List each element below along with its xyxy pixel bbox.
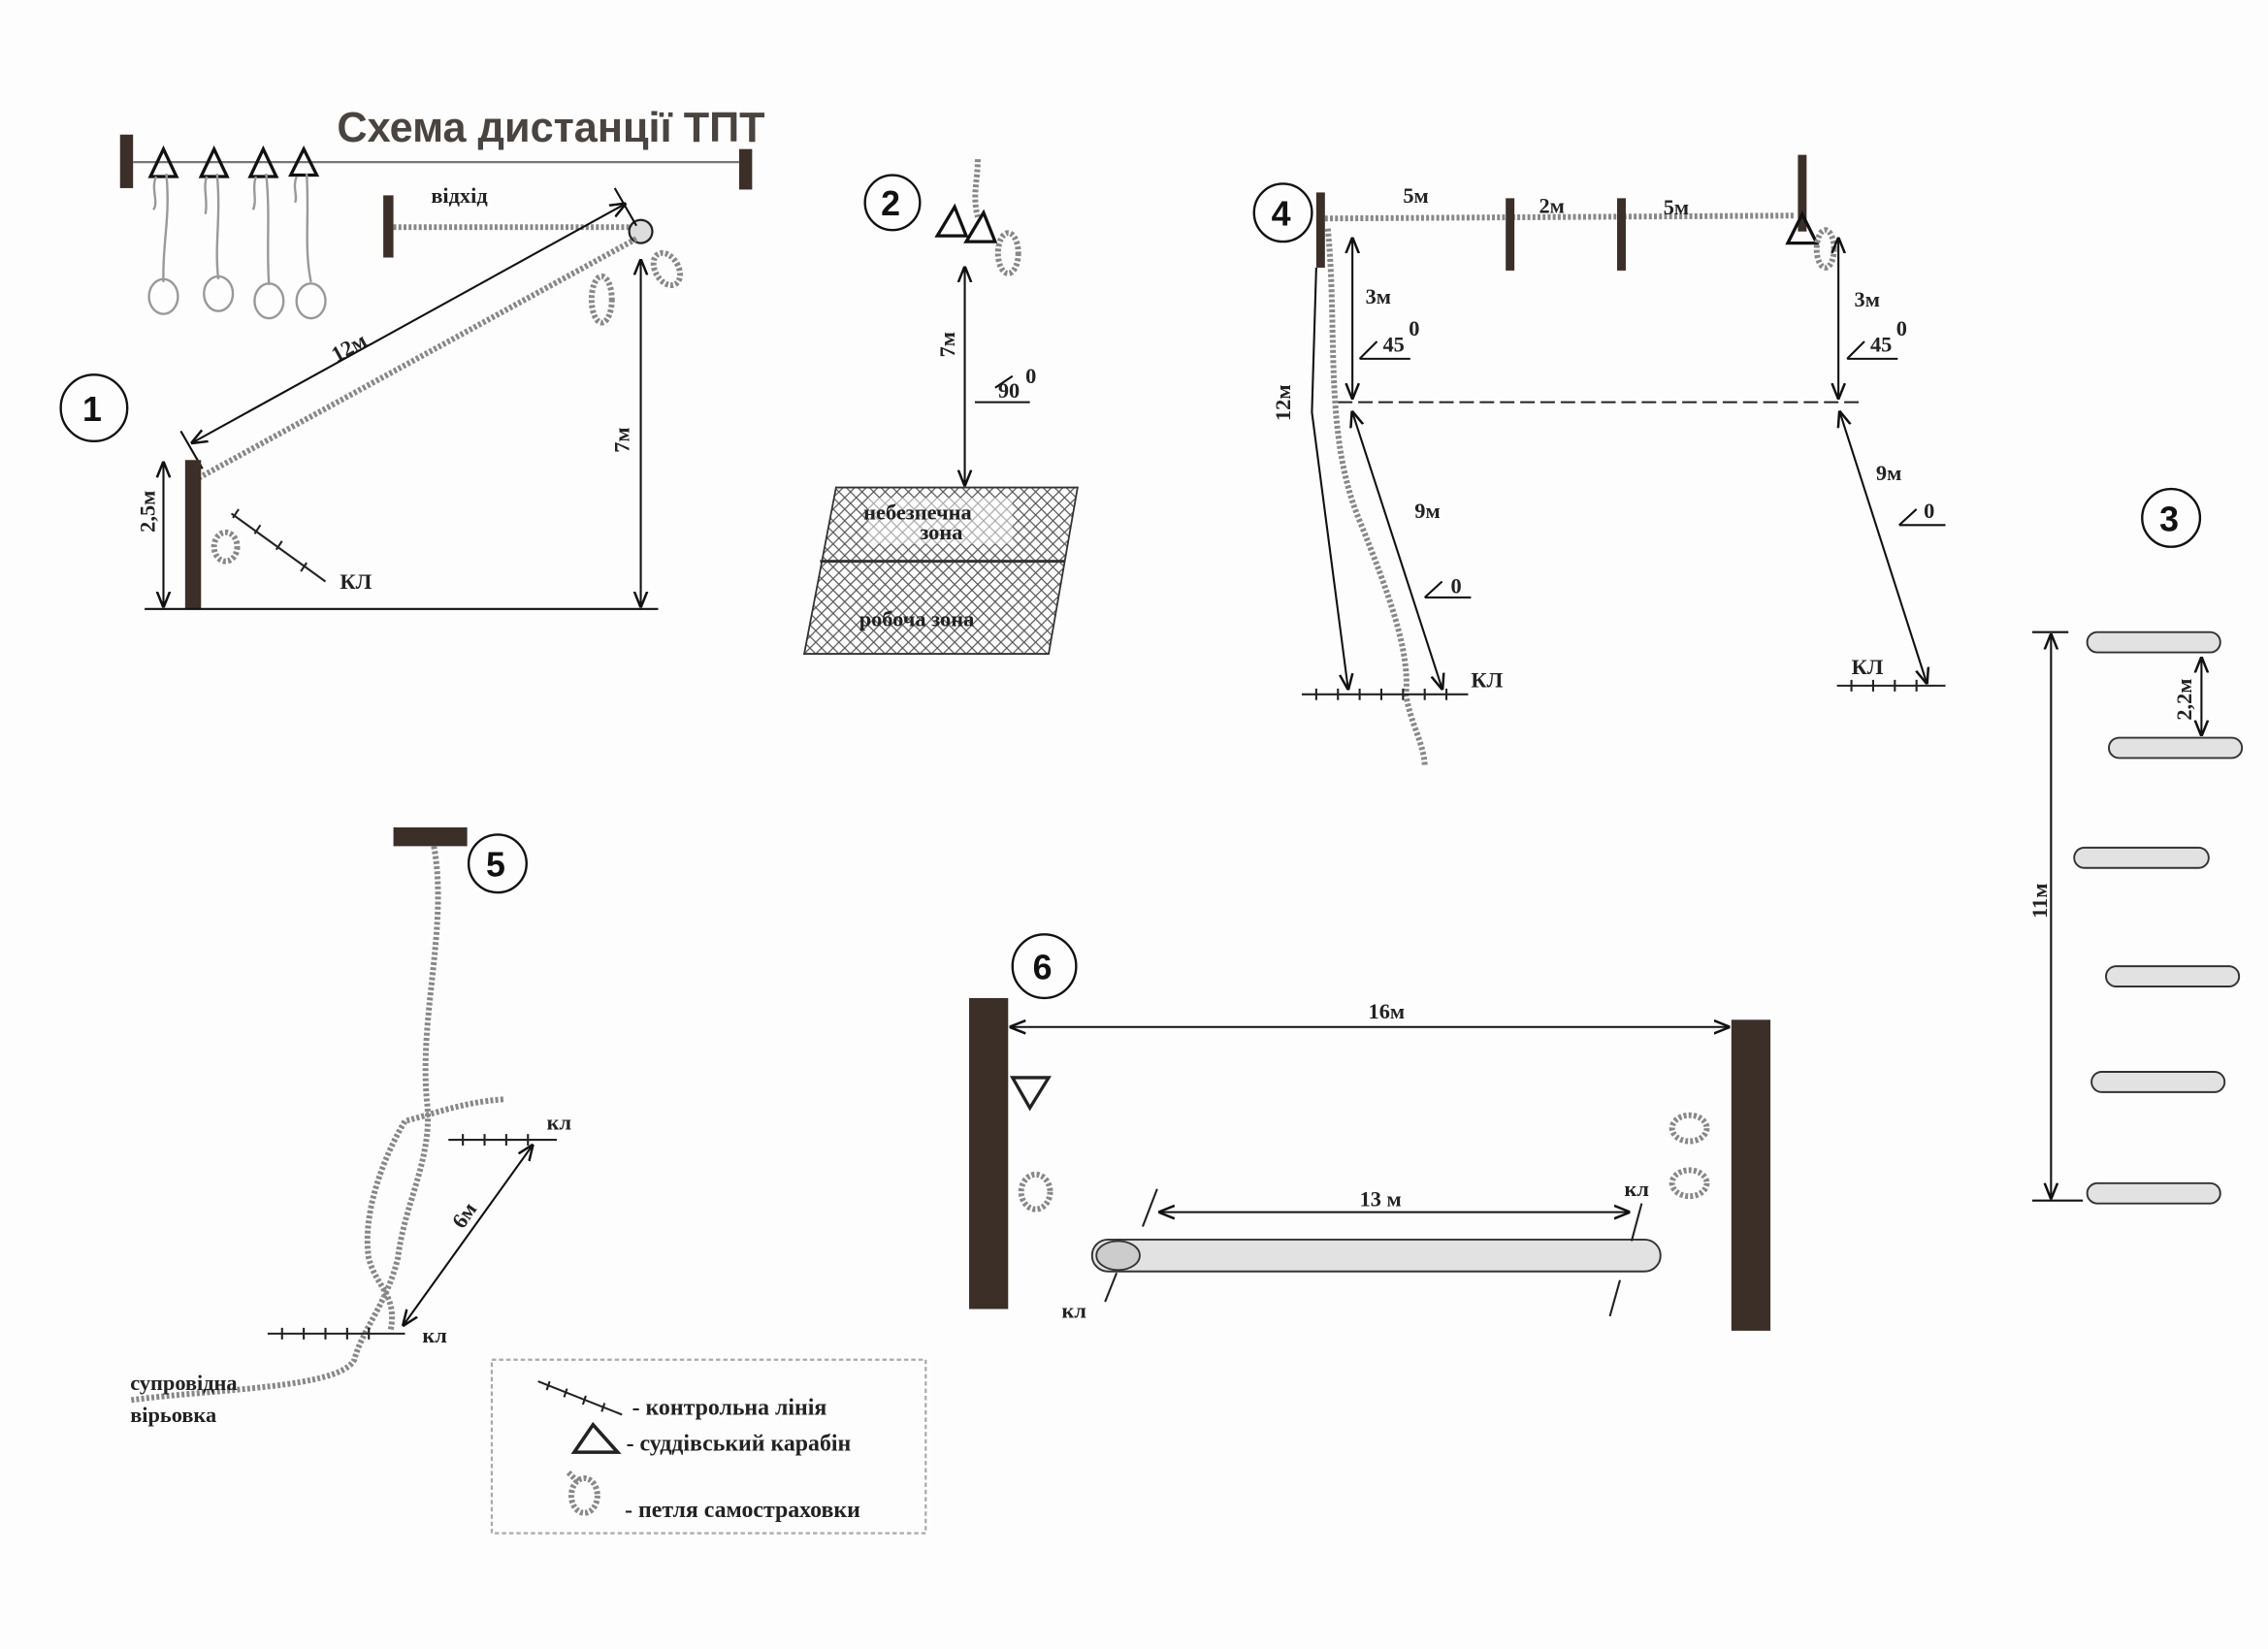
dimension-2-5m-label: 2,5м <box>136 491 160 533</box>
left-zero-angle: 0 <box>1451 573 1462 598</box>
angle-label: 90 <box>998 378 1020 403</box>
stage-3: 3 11м 2,2м <box>2027 487 2244 1205</box>
total-height-label: 11м <box>2027 884 2052 919</box>
start-post-right <box>738 148 753 190</box>
left-3m-label: 3м <box>1366 284 1391 308</box>
danger-zone-label-2: зона <box>920 520 962 544</box>
control-line-label: КЛ <box>340 569 372 594</box>
control-line <box>230 508 327 583</box>
stage-4: 4 5м 2м 5м 3м 3м 45 45 0 0 12м 9м 0 КЛ 9… <box>1252 154 1946 767</box>
self-belay-loop-icon <box>588 273 615 326</box>
carabiner-icon <box>1009 1076 1052 1112</box>
stage-3-number: 3 <box>2159 500 2179 538</box>
support-rope-2 <box>364 1096 504 1332</box>
angle-icon <box>974 374 1030 404</box>
segment-label-1: 5м <box>1403 183 1428 208</box>
dimension-12m <box>192 204 625 442</box>
self-belay-loop-icon <box>211 529 241 565</box>
kl-right-label: кл <box>1624 1177 1648 1201</box>
dimension-12m-label: 12м <box>327 328 371 367</box>
legend: - контрольна лінія - суддівський карабін… <box>490 1358 927 1535</box>
stage-1-badge <box>59 373 129 443</box>
stage-1-number: 1 <box>82 390 102 429</box>
pulley-icon <box>628 218 654 244</box>
stage-6: 6 16м 13 м кл кл <box>969 933 1771 1331</box>
kl-bottom-label: кл <box>422 1323 446 1347</box>
dimension-16m-label: 16м <box>1369 999 1406 1023</box>
step-label: 2,2м <box>2172 678 2196 720</box>
self-belay-loop-icon <box>1018 1171 1053 1212</box>
degree-mark: 0 <box>1896 316 1907 340</box>
left-angle-label: 45 <box>1382 332 1404 356</box>
support-rope-label-1: супровідна <box>130 1371 237 1395</box>
support-rope <box>129 845 441 1404</box>
traverse-rope <box>1324 212 1794 222</box>
right-angle-label: 45 <box>1870 332 1892 356</box>
stage-5-number: 5 <box>486 846 505 885</box>
ladder-rungs <box>2073 630 2244 1205</box>
legend-self-belay-loop: - петля самостраховки <box>625 1498 860 1523</box>
kl-left-label: кл <box>1061 1298 1085 1322</box>
page-title: Схема дистанції ТПТ <box>337 105 764 151</box>
self-belay-loop-icon <box>1669 1167 1710 1200</box>
left-9m-label: 9м <box>1414 499 1440 523</box>
degree-mark: 0 <box>1025 364 1036 388</box>
self-belay-loop-icon <box>994 230 1021 276</box>
carabiner-icon <box>147 145 320 178</box>
stage-1-post <box>184 460 202 609</box>
retreat-label: відхід <box>431 183 488 208</box>
left-kl-label: КЛ <box>1471 667 1503 692</box>
rope-12m-label: 12м <box>1271 384 1295 421</box>
stage-6-number: 6 <box>1033 949 1053 987</box>
right-zero-angle: 0 <box>1924 499 1934 523</box>
legend-control-line: - контрольна лінія <box>632 1395 827 1420</box>
right-9m-label: 9м <box>1876 461 1901 485</box>
dimension-13m-label: 13 м <box>1360 1187 1402 1212</box>
carabiner-icon <box>934 203 998 243</box>
stage-5: 5 кл кл 6м супровідна вірьовка <box>129 826 571 1427</box>
segment-label-3: 5м <box>1664 195 1689 219</box>
control-line-icon <box>537 1380 623 1416</box>
dimension-6m-label: 6м <box>447 1198 482 1233</box>
carabiner-icon <box>570 1421 622 1454</box>
legend-judge-carabiner: - суддівський карабін <box>627 1432 852 1457</box>
right-kl-label: КЛ <box>1852 655 1884 679</box>
right-3m-label: 3м <box>1855 287 1880 311</box>
danger-zone-label: небезпечна <box>863 500 972 524</box>
dimension-7m-label: 7м <box>935 332 959 357</box>
self-belay-loop-icon <box>1813 227 1837 271</box>
stage-4-number: 4 <box>1272 195 1291 234</box>
self-belay-loop-icon <box>567 1474 600 1516</box>
carabiner-icon <box>1785 210 1820 245</box>
support-rope-label-2: вірьовка <box>130 1403 216 1427</box>
work-zone-label: робоча зона <box>859 607 975 631</box>
kl-top-label: кл <box>547 1111 571 1135</box>
start-carabiners <box>147 145 327 320</box>
segment-label-2: 2м <box>1539 193 1565 217</box>
degree-mark: 0 <box>1409 316 1419 340</box>
log <box>1090 1238 1662 1273</box>
self-belay-loop-icon <box>1669 1112 1710 1145</box>
start-post-left <box>119 134 134 188</box>
stage-1: 1 відхід 12м 2,5м 7м КЛ <box>59 134 753 610</box>
self-belay-loop-icon <box>650 249 684 289</box>
descent-rope <box>1324 228 1428 767</box>
stage-2-number: 2 <box>881 184 900 223</box>
stage-2: 2 7м 90 0 небезпечна зона робоча зона <box>802 159 1079 655</box>
retreat-post <box>383 195 394 258</box>
dimension-7m-label: 7м <box>610 427 634 452</box>
inclined-rope <box>198 236 638 480</box>
